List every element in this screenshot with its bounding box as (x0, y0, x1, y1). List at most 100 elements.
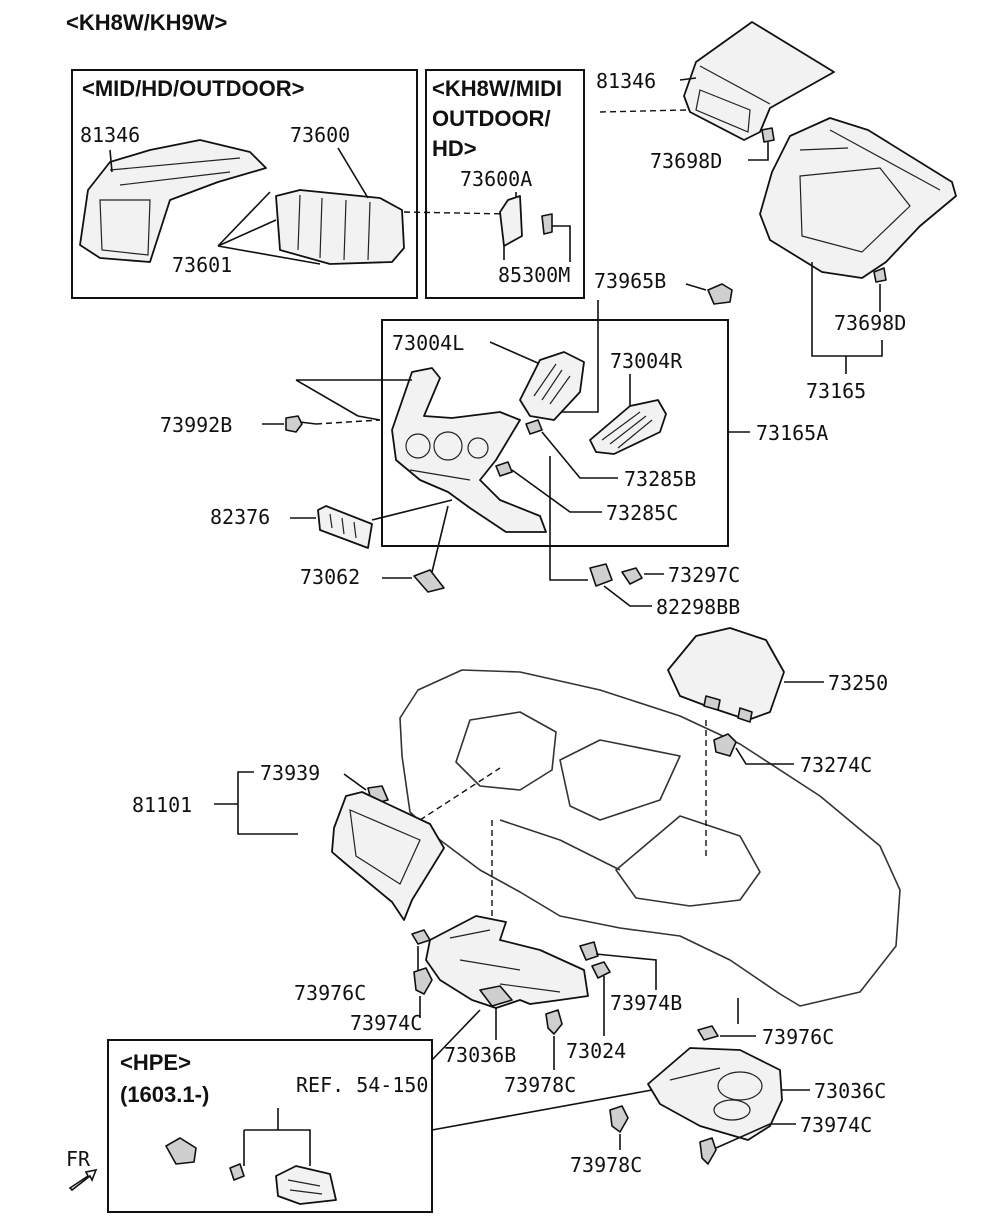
label-81101: 81101 (132, 793, 192, 817)
label-73974C-a: 73974C (350, 1011, 422, 1035)
leader-73939 (343, 773, 367, 791)
leader-73974B (595, 953, 657, 990)
kh8w-midi-heading-2: OUTDOOR/ (432, 106, 551, 131)
hpe-part-c (275, 1165, 337, 1205)
label-73285B: 73285B (624, 467, 696, 491)
label-73600A: 73600A (460, 167, 532, 191)
clip-73285B (525, 419, 543, 435)
clip-73976C-b (697, 1025, 719, 1041)
clip-73062 (413, 569, 445, 593)
kh8w-midi-frame (425, 69, 585, 299)
clip-85300M (541, 213, 553, 235)
clip-73274C (713, 733, 737, 757)
leader-73600 (337, 147, 369, 199)
leader-hpe-ref (243, 1108, 311, 1166)
label-73250: 73250 (828, 671, 888, 695)
louver-73004L (519, 351, 585, 421)
label-73004R: 73004R (610, 349, 683, 373)
hpe-part-b (229, 1163, 245, 1181)
screw-73974C-a (413, 967, 433, 995)
leader-81346-box (109, 149, 113, 173)
label-82376: 82376 (210, 505, 270, 529)
link-73600-73600A (403, 211, 509, 215)
label-73976C-b: 73976C (762, 1025, 834, 1049)
clip-73976C-a (411, 929, 431, 945)
screw-73974C-b (699, 1137, 717, 1165)
bracket-73600A (499, 195, 523, 247)
label-73274C: 73274C (800, 753, 872, 777)
leader-73992B-bezel (295, 379, 412, 421)
duct-73600 (275, 189, 405, 265)
lid-73250 (667, 627, 785, 723)
kh8w-midi-heading-1: <KH8W/MIDI (432, 76, 562, 101)
hpe-ref: REF. 54-150 (296, 1073, 428, 1097)
hood-81346-box (79, 139, 267, 263)
louver-73004R (589, 399, 667, 455)
cluster-bezel-73165A (391, 367, 547, 533)
cluster-assembly-frame (381, 319, 729, 547)
label-73601: 73601 (172, 253, 232, 277)
leader-73285C (511, 469, 602, 513)
label-82298BB: 82298BB (656, 595, 740, 619)
label-73974B: 73974B (610, 991, 682, 1015)
switch-82376 (317, 505, 373, 549)
clip-73965B (707, 283, 733, 305)
switch-82298BB (589, 563, 613, 587)
screw-73978C-a (545, 1009, 563, 1035)
clip-73698D-a (761, 127, 775, 143)
label-73297C: 73297C (668, 563, 740, 587)
leader-73165 (811, 262, 883, 374)
leader-73965B-down (548, 300, 599, 413)
leader-73062-up (431, 505, 449, 573)
meter-panel-73165 (759, 117, 957, 279)
label-73974C-b: 73974C (800, 1113, 872, 1137)
leader-hpe-to-box (431, 1089, 653, 1131)
label-73036C: 73036C (814, 1079, 886, 1103)
leader-73601 (217, 191, 321, 265)
label-73285C: 73285C (606, 501, 678, 525)
leader-82298BB-up (549, 456, 588, 581)
hpe-date: (1603.1-) (120, 1082, 209, 1107)
label-81346-box: 81346 (80, 123, 140, 147)
label-73600: 73600 (290, 123, 350, 147)
label-81346-top: 81346 (596, 69, 656, 93)
leader-73974C-b (715, 1123, 796, 1149)
screw-73978C-b (609, 1105, 629, 1133)
label-73036B: 73036B (444, 1043, 516, 1067)
mid-hd-outdoor-frame (71, 69, 418, 299)
leader-73004L (489, 341, 541, 365)
clip-73974B (579, 941, 599, 961)
leader-81101 (214, 771, 298, 835)
label-85300M: 85300M (498, 263, 570, 287)
hpe-heading: <HPE> (120, 1050, 191, 1075)
direction-label: FR (66, 1147, 91, 1171)
garnish-81101 (331, 791, 445, 921)
mid-hd-outdoor-heading: <MID/HD/OUTDOOR> (82, 76, 304, 101)
hood-81346-top (683, 21, 835, 141)
clip-73297C (621, 567, 643, 585)
clip-73698D-b (873, 267, 887, 283)
kh8w-midi-heading-3: HD> (432, 136, 477, 161)
hpe-frame (107, 1039, 433, 1213)
label-73698D-b: 73698D (834, 311, 906, 335)
box-73036C (647, 1047, 783, 1141)
direction-arrow-icon (68, 1168, 98, 1192)
label-73165: 73165 (806, 379, 866, 403)
leader-73965B (685, 283, 707, 291)
leader-73698D-a (748, 142, 769, 161)
leader-82376-panel (371, 499, 453, 521)
bracket-73036B (425, 915, 589, 1009)
hpe-part-a (165, 1137, 197, 1165)
label-73939: 73939 (260, 761, 320, 785)
label-73978C-a: 73978C (504, 1073, 576, 1097)
link-81101 (419, 767, 501, 821)
label-73004L: 73004L (392, 331, 464, 355)
label-73062: 73062 (300, 565, 360, 589)
leader-73285B (541, 431, 618, 479)
label-73024: 73024 (566, 1039, 626, 1063)
leader-hpe-link (431, 1009, 481, 1061)
leader-81346-top (679, 77, 697, 81)
leader-85300M (503, 225, 571, 262)
label-73165A: 73165A (756, 421, 828, 445)
instrument-panel-outline (399, 669, 901, 1007)
